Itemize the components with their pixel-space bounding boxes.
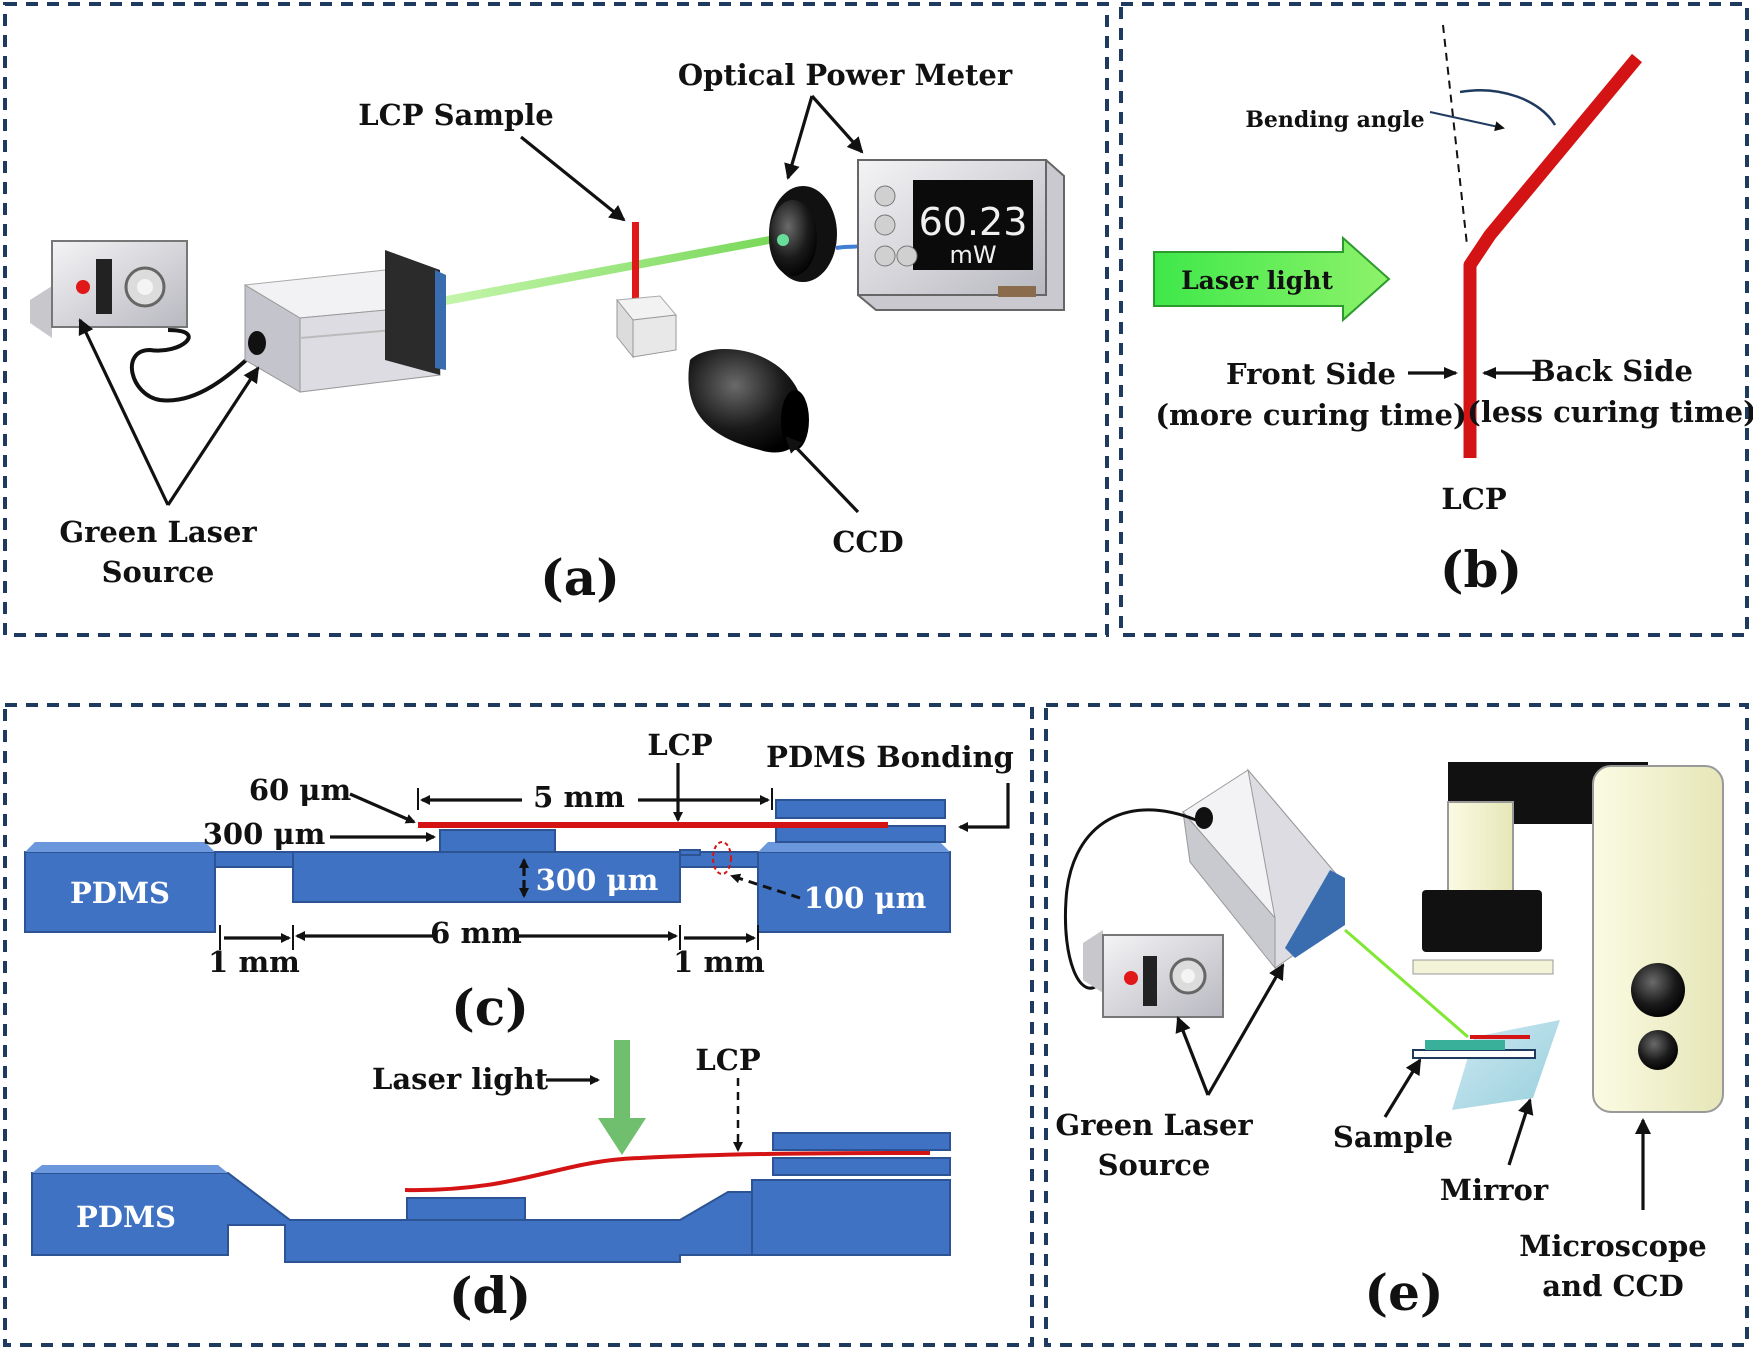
arrow-to-controller-e (1175, 1016, 1210, 1096)
lcp-strip (1463, 53, 1643, 458)
label-lcp-sample: LCP Sample (358, 98, 554, 132)
laser-beam (446, 234, 780, 305)
label-100um: 100 μm (804, 881, 927, 915)
laser-head-e (1182, 768, 1345, 970)
pdms-pad-right (679, 849, 701, 856)
label-green-laser-source-e-2: Source (1098, 1148, 1211, 1182)
label-mirror: Mirror (1440, 1173, 1549, 1207)
label-1mm-left: 1 mm (208, 945, 300, 979)
laser-beam-e (1344, 928, 1469, 1039)
panel-label-e: (e) (1364, 1263, 1443, 1322)
microscope-knob-large (1631, 963, 1685, 1017)
arrow-to-controller (78, 318, 170, 506)
label-laser-light-b: Laser light (1181, 266, 1333, 295)
gap-highlight (712, 841, 732, 875)
arrow-pdms-bonding (958, 783, 1010, 832)
panel-label-d: (d) (449, 1266, 531, 1325)
arrow-to-sample (1383, 1058, 1422, 1118)
label-300um-top: 300 μm (203, 817, 326, 851)
laser-controller-e (1083, 930, 1224, 1018)
power-meter: 60.23 mW (857, 159, 1065, 311)
pdms-bonding-d (772, 1132, 951, 1151)
panel-a: 60.23 mW Optical Power Meter LCP Sample … (30, 58, 1065, 607)
mirror (1452, 1020, 1560, 1110)
ccd-camera (688, 349, 809, 453)
label-300um-inner: 300 μm (536, 863, 659, 897)
label-green-laser-source-e-1: Green Laser (1055, 1108, 1253, 1142)
arrow-100um (730, 873, 801, 900)
laser-cable-e (1063, 808, 1197, 990)
label-sample: Sample (1333, 1120, 1453, 1154)
label-back-side: Back Side (1531, 354, 1693, 388)
arrow-to-meter (810, 94, 864, 154)
arrow-60um (349, 792, 416, 824)
laser-light-arrow: Laser light (1153, 235, 1391, 323)
sample (1412, 1035, 1536, 1059)
panel-d: Laser light LCP PDMS (d) (31, 1040, 951, 1325)
vertical-reference (1442, 24, 1468, 246)
panel-label-c: (c) (451, 978, 529, 1037)
indicator-light-icon (76, 280, 90, 294)
pdms-bonding-layer (775, 799, 946, 819)
label-6mm: 6 mm (430, 916, 522, 950)
panel-label-b: (b) (1440, 540, 1522, 599)
label-lcp-c: LCP (647, 728, 712, 762)
lcp-sample (616, 222, 677, 359)
label-pdms-bonding: PDMS Bonding (766, 740, 1014, 774)
meter-unit: mW (949, 241, 996, 269)
label-ccd: CCD (832, 525, 903, 559)
label-pdms-d: PDMS (76, 1200, 176, 1234)
label-1mm-right: 1 mm (673, 945, 765, 979)
laser-head (243, 250, 446, 393)
pdms-pad-d (406, 1197, 526, 1221)
arrow-to-lcp (519, 135, 626, 222)
laser-controller (30, 240, 188, 338)
label-green-laser-source-2: Source (102, 555, 215, 589)
laser-cable (130, 328, 265, 403)
panel-a-frame (3, 2, 1109, 637)
panel-b-frame (1119, 2, 1749, 637)
pdms-bridge-left (214, 851, 294, 868)
panel-cd-frame (3, 703, 1034, 1347)
label-front-side: Front Side (1226, 357, 1396, 391)
bending-angle-arc (1459, 89, 1557, 126)
arrow-to-detector (784, 95, 814, 180)
label-front-side-note: (more curing time) (1155, 398, 1466, 432)
label-bending-angle: Bending angle (1245, 107, 1424, 133)
panel-e-frame (1044, 703, 1749, 1347)
panel-label-a: (a) (540, 548, 620, 607)
arrow-to-laser-head (166, 366, 260, 506)
label-60um: 60 μm (249, 773, 352, 807)
panel-e: Green Laser Source Sample Mirror Microsc… (1055, 762, 1724, 1322)
microscope (1412, 762, 1724, 1113)
lcp-bent-d (404, 1151, 931, 1193)
microscope-knob-small (1638, 1030, 1678, 1070)
label-5mm: 5 mm (533, 780, 625, 814)
power-meter-detector (769, 186, 867, 282)
pdms-right-block-d (751, 1179, 951, 1256)
label-microscope-1: Microscope (1519, 1229, 1706, 1263)
label-back-side-note: (less curing time) (1467, 395, 1753, 429)
label-microscope-2: and CCD (1542, 1269, 1684, 1303)
label-optical-power-meter: Optical Power Meter (678, 58, 1013, 92)
label-laser-light-d: Laser light (372, 1062, 549, 1096)
panel-b: Bending angle Laser light Front Side (mo… (1153, 24, 1753, 599)
label-lcp-d: LCP (695, 1043, 760, 1077)
label-green-laser-source-1: Green Laser (59, 515, 257, 549)
meter-reading: 60.23 (919, 200, 1028, 244)
laser-light-arrow-d (598, 1040, 646, 1155)
pdms-pad-left (439, 829, 556, 853)
label-lcp-b: LCP (1441, 482, 1506, 516)
arrow-to-laser-e (1206, 963, 1285, 1096)
panel-c: LCP PDMS Bonding 60 μm 5 mm 300 μm 300 μ… (24, 728, 1014, 1037)
arrow-to-ccd (785, 436, 860, 514)
label-pdms-c: PDMS (70, 876, 170, 910)
arrow-to-mirror (1507, 1098, 1534, 1166)
bending-angle-pointer (1429, 111, 1505, 132)
lcp-strip-c (418, 822, 888, 828)
